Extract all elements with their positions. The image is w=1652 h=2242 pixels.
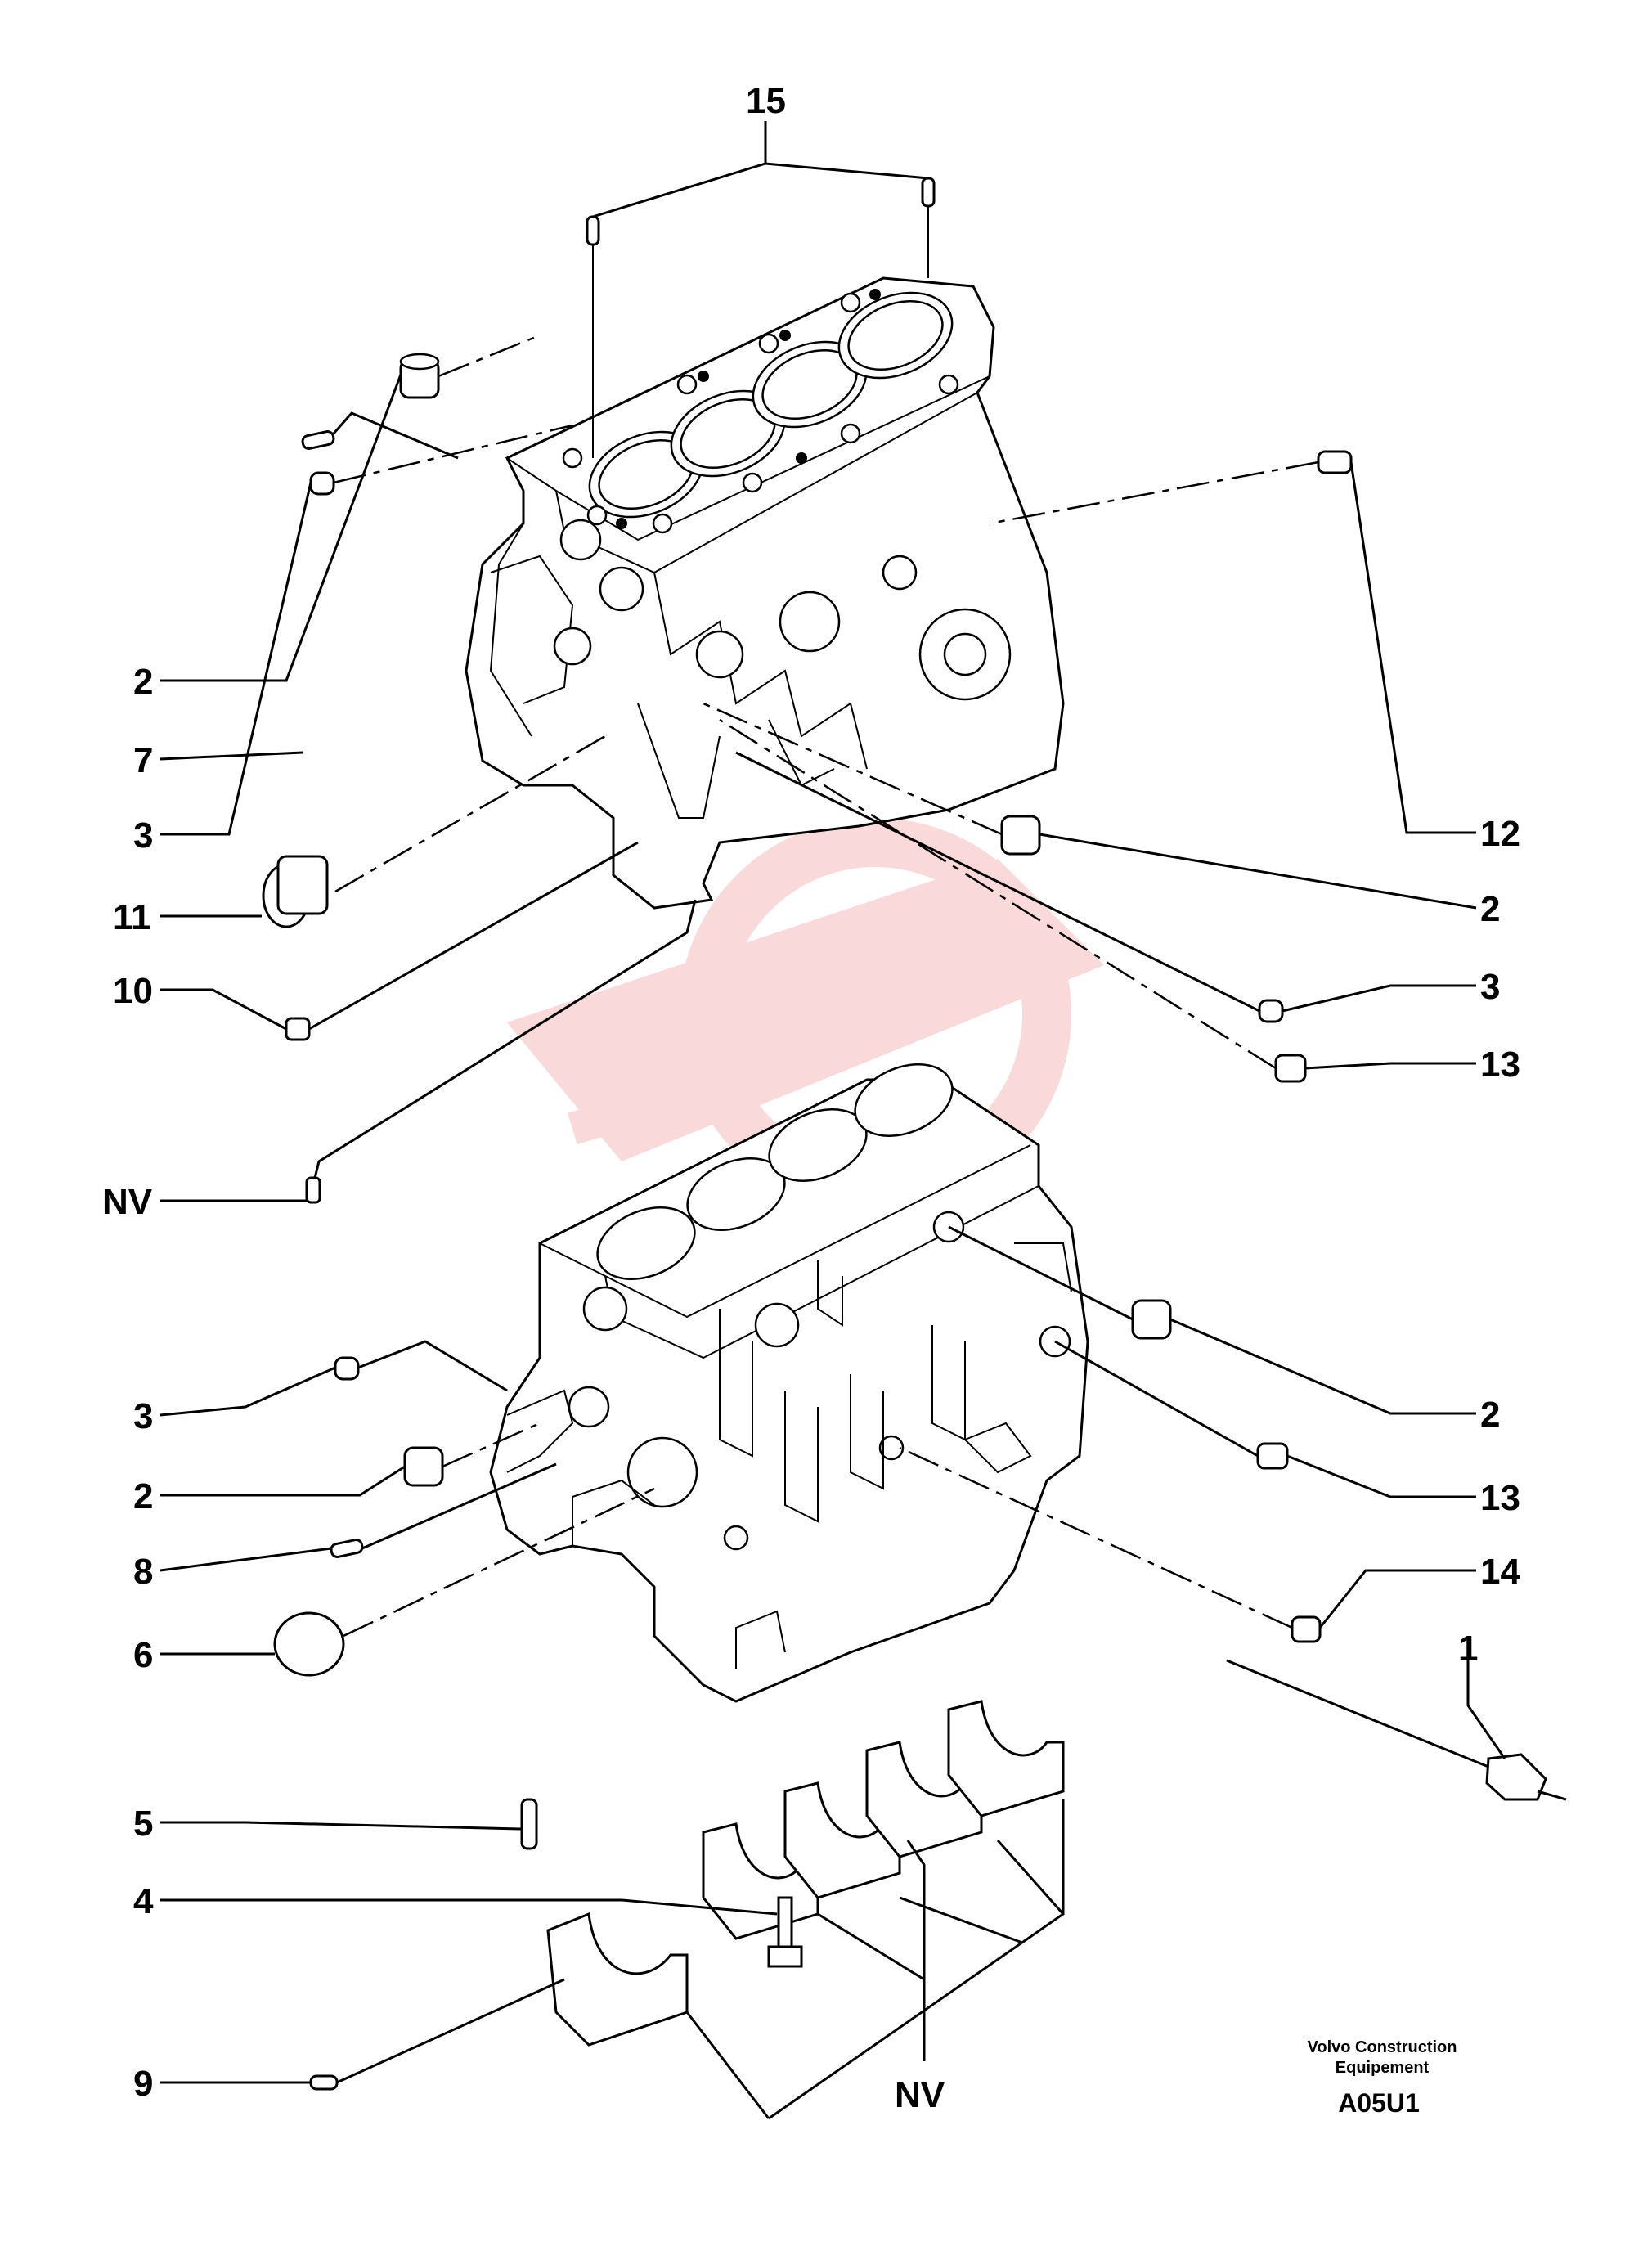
- callout-nv-lower: NV: [895, 2075, 945, 2115]
- callout-1: 1: [1458, 1629, 1478, 1669]
- callout-7: 7: [133, 740, 153, 780]
- callout-2-upper-left: 2: [133, 662, 153, 702]
- callout-13-lower-right: 13: [1480, 1478, 1520, 1518]
- callout-9: 9: [133, 2064, 153, 2104]
- diagram-code: A05U1: [1338, 2088, 1420, 2118]
- callout-labels: 15 2 7 3 11 10 12 2 3 13 NV 3 2 8 6 2 13…: [102, 81, 1520, 2115]
- callout-15: 15: [746, 81, 786, 121]
- diagram-caption: Volvo Construction Equipement A05U1: [1308, 2038, 1457, 2118]
- callout-nv-upper: NV: [102, 1182, 153, 1222]
- callout-3-upper-left: 3: [133, 815, 153, 856]
- callout-2-lower-left: 2: [133, 1476, 153, 1516]
- callout-13-upper-right: 13: [1480, 1045, 1520, 1085]
- callout-3-lower-left: 3: [133, 1396, 153, 1436]
- small-parts: [262, 177, 1567, 2091]
- callout-2-lower-right: 2: [1480, 1395, 1500, 1435]
- caption-line-1: Volvo Construction: [1308, 2038, 1457, 2056]
- callout-4: 4: [133, 1881, 154, 1921]
- callout-11: 11: [113, 897, 151, 937]
- callout-2-upper-right: 2: [1480, 889, 1500, 929]
- main-bearing-caps: [546, 1700, 1065, 2047]
- callout-3-upper-right: 3: [1480, 967, 1500, 1007]
- caption-line-2: Equipement: [1336, 2059, 1430, 2077]
- callout-12: 12: [1480, 814, 1520, 854]
- leader-lines: [159, 121, 1506, 2120]
- callout-8: 8: [133, 1552, 153, 1592]
- lower-engine-block: [489, 1063, 1089, 1703]
- callout-10: 10: [113, 971, 153, 1011]
- callout-5: 5: [133, 1804, 153, 1844]
- callout-6: 6: [133, 1635, 153, 1675]
- callout-14: 14: [1480, 1552, 1520, 1592]
- upper-engine-block: [465, 276, 1065, 910]
